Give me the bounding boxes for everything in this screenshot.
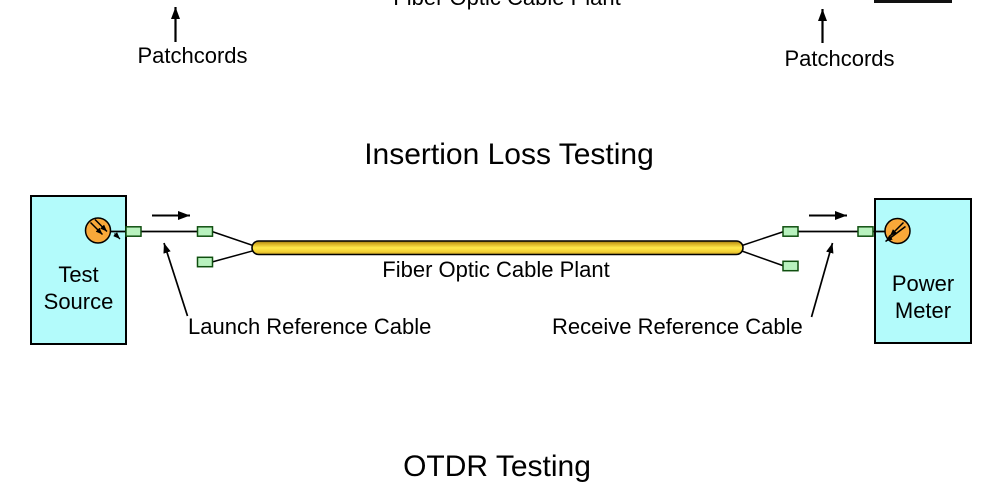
fiber-connector-source-output bbox=[125, 226, 142, 237]
fiber-connector-right-spare bbox=[782, 260, 799, 272]
fiber-optic-cable bbox=[251, 240, 744, 256]
fan-line-right-bottom bbox=[738, 249, 785, 267]
power-meter-box: Power Meter bbox=[874, 198, 972, 344]
test-source-box: Test Source bbox=[30, 195, 127, 345]
patchcords-label-right: Patchcords bbox=[784, 46, 895, 71]
receive-cable-label: Receive Reference Cable bbox=[552, 314, 803, 339]
fiber-connector-launch-end bbox=[196, 226, 214, 237]
test-source-label: Test Source bbox=[32, 261, 125, 315]
patchcords-label-left: Patchcords bbox=[137, 43, 248, 68]
power-meter-label-line2: Meter bbox=[894, 298, 952, 323]
power-meter-label: Power Meter bbox=[876, 270, 970, 324]
test-source-label-line2: Source bbox=[43, 289, 114, 314]
fiber-connector-receive-end bbox=[782, 226, 799, 237]
fiber-connector-meter-input bbox=[857, 226, 874, 237]
otdr-title: OTDR Testing bbox=[403, 450, 591, 483]
receive-pointer-arrow bbox=[810, 242, 834, 318]
previous-cable-plant-partial-label: Fiber Optic Cable Plant bbox=[357, 0, 657, 11]
fan-line-right-top bbox=[738, 230, 785, 248]
fan-line-left-top bbox=[211, 230, 257, 248]
fiber-connector-left-spare bbox=[196, 256, 214, 268]
power-meter-label-line1: Power bbox=[891, 271, 955, 296]
fan-line-left-bottom bbox=[211, 249, 257, 263]
launch-pointer-arrow bbox=[163, 242, 189, 317]
launch-cable-label: Launch Reference Cable bbox=[188, 314, 432, 339]
cable-plant-label: Fiber Optic Cable Plant bbox=[382, 257, 610, 282]
test-source-label-line1: Test bbox=[58, 262, 99, 287]
insertion-loss-title: Insertion Loss Testing bbox=[364, 138, 654, 171]
previous-power-meter-box-edge bbox=[874, 0, 952, 3]
